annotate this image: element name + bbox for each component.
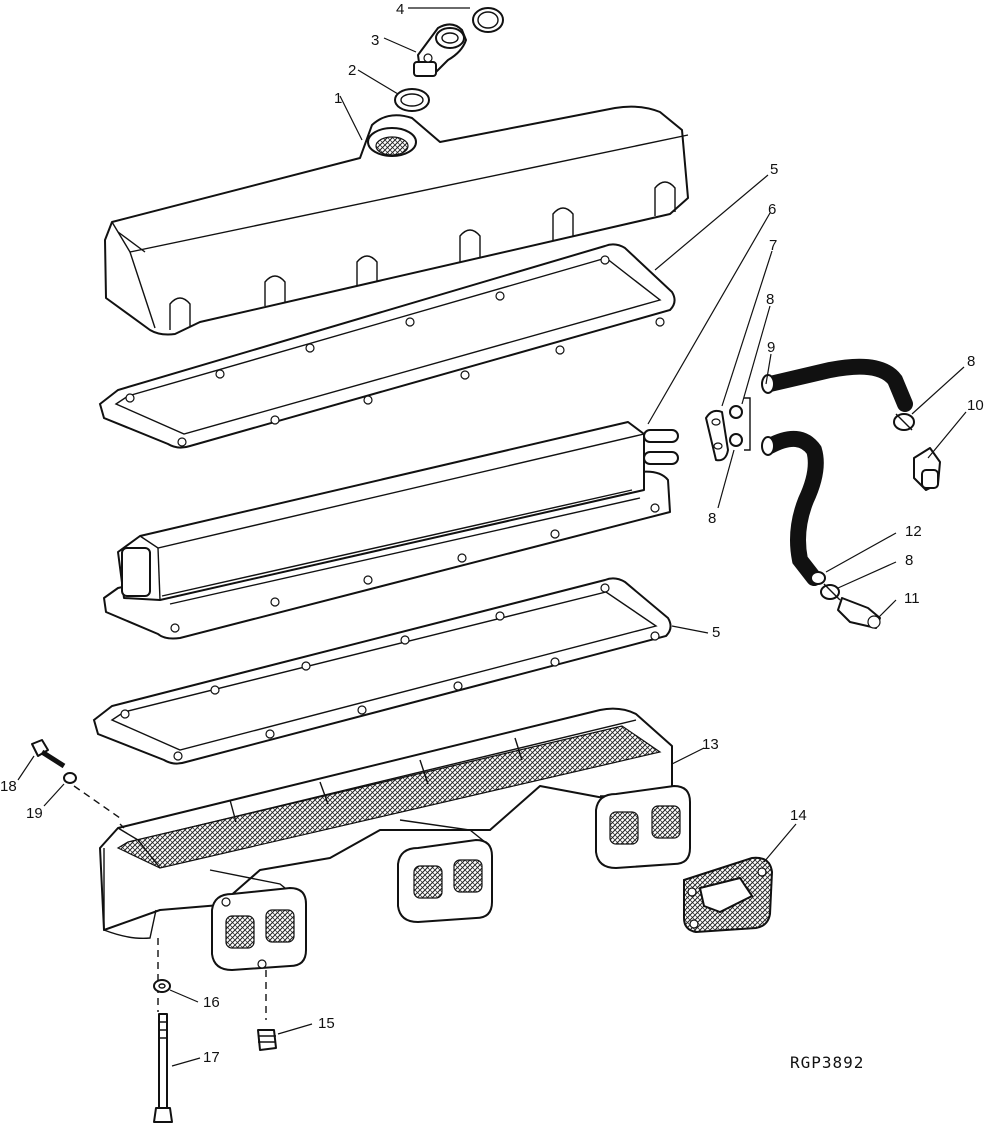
callout-11: 11 [904,590,920,607]
callout-9: 9 [767,339,775,356]
clamp-lower [820,583,841,601]
flat-washer [153,979,171,993]
callout-8-bottom: 8 [905,552,913,569]
callout-8-right: 8 [967,353,975,370]
gasket-upper [98,243,676,449]
callout-labels: 1 2 3 4 5 5 6 7 8 8 8 8 9 10 11 12 13 14… [0,1,984,1066]
callout-18: 18 [0,778,17,795]
clamp-upper-right [893,413,915,431]
callout-5-lower: 5 [712,624,720,641]
callout-6: 6 [768,201,776,218]
o-ring-upper [472,7,504,33]
callout-5-upper: 5 [770,161,778,178]
pipe-plug [257,1029,277,1051]
callout-13: 13 [702,736,719,753]
flange-gasket [683,856,774,934]
manifold-port-flange-1 [211,887,307,971]
valve-cover [104,105,689,336]
callout-16: 16 [203,994,220,1011]
callout-3: 3 [371,32,379,49]
callout-8-top: 8 [766,291,774,308]
hose-lower [761,431,826,586]
callout-17: 17 [203,1049,220,1066]
figure-reference-code: RGP3892 [790,1053,864,1072]
callout-4: 4 [396,1,404,18]
hose-upper [761,358,913,412]
callout-12: 12 [905,523,922,540]
elbow-nipple [913,447,941,491]
o-ring-lower [394,88,430,112]
tube-gasket [705,409,729,462]
stud-bolt [153,1013,173,1123]
callout-15: 15 [318,1015,335,1032]
callout-8-left: 8 [708,510,716,527]
hose-clamps-left [729,397,751,451]
elbow-fitting [413,23,467,77]
straight-fitting [837,597,881,629]
leader-lines [17,7,967,1067]
lock-washer [63,772,77,784]
cap-screw [31,739,66,769]
callout-2: 2 [348,62,356,79]
manifold-port-flange-3 [595,785,691,869]
screw-alignment-line [73,785,121,819]
gasket-lower [92,577,672,765]
callout-19: 19 [26,805,43,822]
callout-14: 14 [790,807,807,824]
aftercooler-core [103,421,679,640]
callout-10: 10 [967,397,984,414]
callout-7: 7 [769,237,777,254]
manifold-port-flange-2 [397,839,493,923]
intake-manifold [99,707,687,940]
callout-1: 1 [334,90,342,107]
